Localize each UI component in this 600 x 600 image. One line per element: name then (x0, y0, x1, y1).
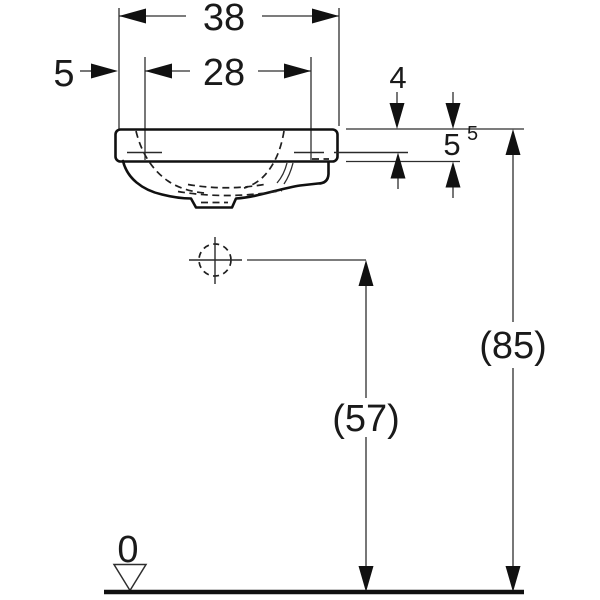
hidden-bowl-left (135, 130, 206, 194)
arrowhead-up-icon (390, 152, 406, 179)
floor-datum: 0 (104, 529, 524, 595)
drain-outlet (189, 237, 366, 284)
arrowhead-up-icon (505, 129, 521, 155)
arrowhead-right-icon (91, 63, 118, 79)
arrowhead-up-icon (358, 260, 374, 286)
dim-edge-offset: 5 (53, 53, 118, 95)
dim-rim-to-tap-label: 4 (389, 60, 406, 95)
arrowhead-down-icon (358, 566, 374, 592)
arrowhead-down-icon (505, 566, 521, 592)
hidden-bowl-bottom-lower (177, 189, 283, 197)
dim-rim-height-label: (85) (479, 325, 547, 367)
arrowhead-down-icon (445, 103, 461, 129)
dim-rim-thickness-label: 5 (443, 127, 460, 162)
arrowhead-left-icon (145, 63, 172, 79)
dim-rim-height: (85) (479, 129, 547, 592)
arrowhead-left-icon (119, 8, 146, 24)
hidden-bowl-bottom-upper (187, 183, 265, 189)
dim-rim-to-tap: 4 (346, 60, 524, 189)
dim-total-width-label: 38 (203, 0, 245, 39)
arrowhead-down-icon (389, 103, 405, 129)
arrowhead-right-icon (284, 63, 311, 79)
dim-rim-thickness-superscript: 5 (467, 123, 478, 145)
basin-bowl-outline (121, 159, 330, 209)
dim-tap-spacing-label: 28 (203, 52, 245, 94)
dim-drain-height-label: (57) (332, 398, 400, 440)
dim-drain-height: (57) (332, 260, 400, 592)
floor-level-label: 0 (117, 529, 138, 571)
washbasin (114, 128, 408, 209)
bowl-fillet-lines (276, 162, 294, 185)
dim-total-width: 38 (118, 0, 340, 129)
hidden-bowl-right (243, 130, 285, 189)
arrowhead-up-icon (445, 161, 461, 188)
basin-rim (114, 128, 339, 163)
arrowhead-right-icon (312, 8, 339, 24)
dim-rim-thickness: 5 5 (443, 92, 478, 198)
datum-triangle-icon (112, 563, 148, 592)
dim-tap-spacing: 28 (144, 52, 312, 160)
dim-edge-offset-label: 5 (53, 53, 74, 95)
